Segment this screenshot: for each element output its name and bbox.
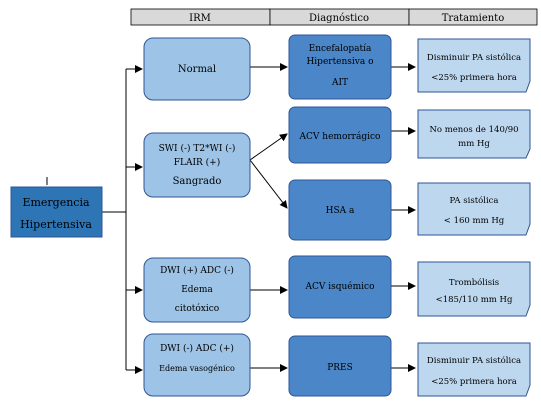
diag-encefalopatia-line-3: AIT <box>331 78 348 88</box>
node-diag-box <box>288 34 392 100</box>
treat-1-line-1: Disminuir PA sistólica <box>427 52 521 63</box>
diag-encefalopatia-line-2: Hipertensiva o <box>306 57 373 67</box>
node-treat-4: Trombólisis <185/110 mm Hg <box>417 261 531 317</box>
treat-2-line-1: No menos de 140/90 <box>429 125 518 135</box>
irm-citotoxico-line-3: citotóxico <box>175 303 219 314</box>
node-treat-1: Disminuir PA sistólica <25% primera hora <box>417 38 531 93</box>
diag-isquemico-line-1: ACV isquémico <box>305 281 375 292</box>
treat-1-line-2: <25% primera hora <box>431 73 517 83</box>
diag-hemorragico-line-1: ACV hemorrágico <box>299 131 381 142</box>
node-treat-box <box>417 182 531 236</box>
root-line-2: Hipertensiva <box>20 218 92 231</box>
diag-encefalopatia-line-1: Encefalopatía <box>309 43 372 54</box>
diag-pres-line-1: PRES <box>327 363 353 373</box>
node-diag-encefalopatia: Encefalopatía Hipertensiva o AIT <box>288 34 392 100</box>
node-diag-box <box>288 106 392 164</box>
node-diag-pres: PRES <box>288 335 392 397</box>
node-treat-3: PA sistólica < 160 mm Hg <box>417 182 531 236</box>
treat-5-line-2: <25% primera hora <box>431 377 517 387</box>
connectors <box>102 63 416 374</box>
node-irm-box <box>143 132 251 198</box>
irm-vasogenico-line-2: Edema vasogénico <box>159 364 235 373</box>
arrow-sangrado-to-hsa <box>249 159 288 209</box>
irm-normal-line-1: Normal <box>178 64 216 75</box>
node-treat-box <box>417 38 531 93</box>
treat-4-line-1: Trombólisis <box>449 277 499 288</box>
header-label-diagnostico: Diagnóstico <box>309 13 369 24</box>
diag-hsa-line-1: HSA a <box>326 206 355 216</box>
treat-5-line-1: Disminuir PA sistólica <box>427 355 521 366</box>
treat-4-line-2: <185/110 mm Hg <box>436 295 513 305</box>
node-diag-acv-hemorragico: ACV hemorrágico <box>288 106 392 164</box>
header-row: IRM Diagnóstico Tratamiento <box>130 8 538 26</box>
node-diag-box <box>288 335 392 397</box>
node-treat-box <box>417 261 531 317</box>
node-irm-box <box>143 37 251 101</box>
irm-sangrado-line-3: Sangrado <box>173 176 222 187</box>
node-irm-sangrado: SWI (-) T2*WI (-) FLAIR (+) Sangrado <box>143 132 251 198</box>
node-treat-5: Disminuir PA sistólica <25% primera hora <box>417 342 531 397</box>
node-irm-normal: Normal <box>143 37 251 101</box>
node-irm-box <box>143 333 251 397</box>
treat-2-line-2: mm Hg <box>458 139 490 149</box>
node-diag-acv-isquemico: ACV isquémico <box>288 255 392 319</box>
node-treat-box <box>417 342 531 397</box>
node-treat-box <box>417 109 531 159</box>
node-diag-hsa: HSA a <box>288 179 392 241</box>
header-label-tratamiento: Tratamiento <box>442 13 504 24</box>
header-cell-tratamiento <box>408 8 538 26</box>
node-diag-box <box>288 179 392 241</box>
node-irm-box <box>143 257 251 323</box>
header-label-irm: IRM <box>189 13 211 24</box>
treat-3-line-2: < 160 mm Hg <box>444 216 505 226</box>
irm-sangrado-line-1: SWI (-) T2*WI (-) <box>159 143 236 154</box>
treat-3-line-1: PA sistólica <box>449 195 498 206</box>
node-emergencia-hipertensiva: Emergencia Hipertensiva <box>10 177 103 238</box>
irm-sangrado-line-2: FLAIR (+) <box>174 157 220 168</box>
node-diag-box <box>288 255 392 319</box>
node-irm-edema-vasogenico: DWI (-) ADC (+) Edema vasogénico <box>143 333 251 397</box>
irm-citotoxico-line-1: DWI (+) ADC (-) <box>160 265 234 276</box>
node-treat-2: No menos de 140/90 mm Hg <box>417 109 531 159</box>
arrow-sangrado-to-acv-hemorragico <box>249 133 288 161</box>
irm-citotoxico-line-2: Edema <box>181 285 213 295</box>
irm-vasogenico-line-1: DWI (-) ADC (+) <box>160 343 234 354</box>
node-root-box <box>10 186 103 238</box>
root-line-1: Emergencia <box>22 196 90 209</box>
node-irm-edema-citotoxico: DWI (+) ADC (-) Edema citotóxico <box>143 257 251 323</box>
